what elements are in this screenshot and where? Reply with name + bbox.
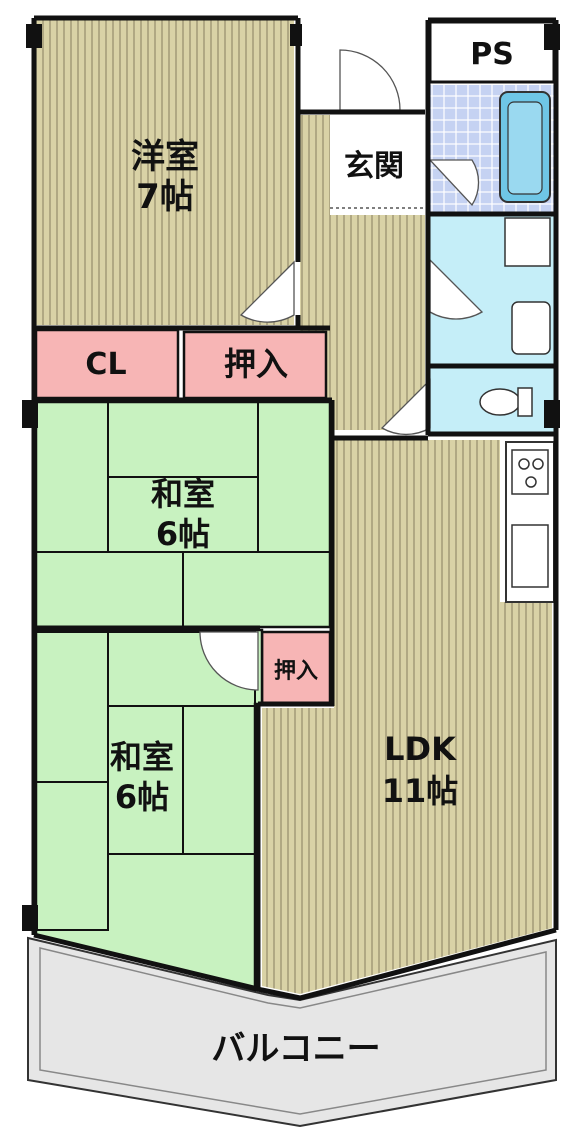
washing-machine-icon [504, 217, 551, 267]
oshiire-top-label: 押入 [224, 345, 288, 383]
hallway-lower [330, 215, 425, 430]
label-washitsu-lower: 和室 6帖 [110, 738, 174, 816]
stove-icon [511, 449, 549, 495]
ps-label: PS [470, 37, 514, 72]
closet-label: CL [85, 347, 126, 382]
western-size: 7帖 [136, 177, 194, 217]
western-door-icon [239, 260, 295, 323]
bath-door-icon [428, 159, 480, 207]
toilet-icon [479, 388, 521, 416]
sink-icon [511, 301, 551, 355]
entrance-floor [330, 115, 425, 215]
washitsu-upper-size: 6帖 [156, 515, 210, 553]
washitsu-lower-name: 和室 [110, 738, 174, 776]
ldk-size: 11帖 [382, 772, 459, 810]
washroom-door-icon [429, 258, 484, 320]
balcony [27, 936, 557, 1128]
kitchen-sink-icon [511, 524, 549, 588]
entrance-label: 玄関 [344, 149, 404, 184]
walls [31, 15, 559, 1001]
ldk-name: LDK [384, 730, 457, 768]
balcony-label: バルコニー [211, 1029, 380, 1069]
washitsu-door-icon [199, 631, 259, 691]
label-washitsu-upper: 和室 6帖 [151, 475, 215, 553]
label-western: 洋室 7帖 [131, 137, 199, 217]
label-ldk: LDK 11帖 [382, 730, 459, 810]
washitsu-lower-size: 6帖 [115, 778, 169, 816]
entrance-door-icon [339, 49, 401, 111]
oshiire-small-label: 押入 [274, 658, 318, 684]
western-room [36, 20, 294, 325]
washitsu-upper-name: 和室 [151, 475, 215, 513]
western-name: 洋室 [131, 137, 199, 177]
